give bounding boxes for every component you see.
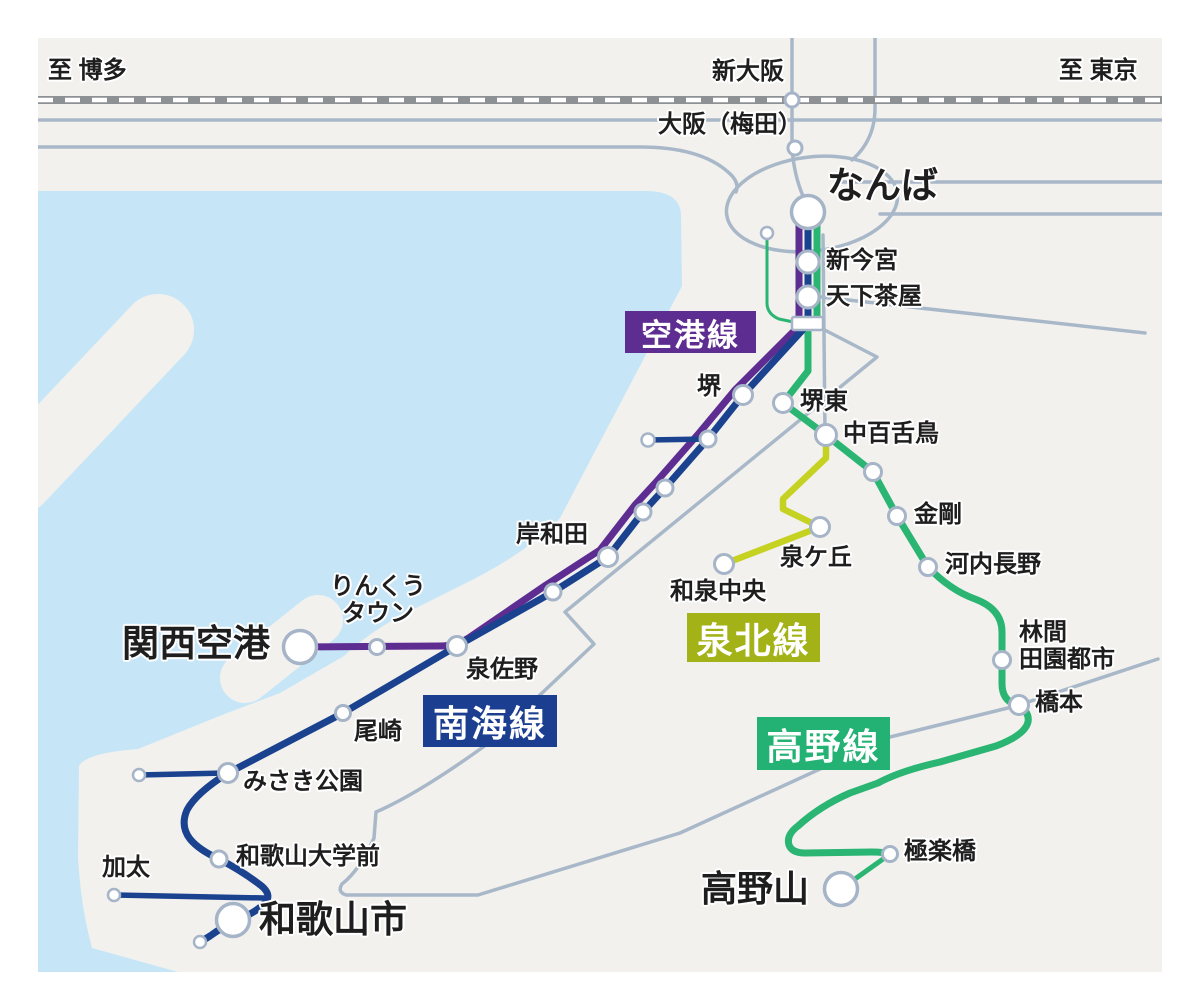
station-marker-hagoromo-junction (698, 429, 718, 449)
station-marker-osaka-umeda-node (786, 139, 804, 157)
station-marker-shiomibashi-end (759, 225, 775, 241)
senboku-line (720, 431, 830, 568)
station-label-kawachinagano: 河内長野 (945, 551, 1041, 578)
station-marker-kishiwada (597, 546, 619, 568)
station-label-ozaki: 尾崎 (354, 718, 402, 745)
station-marker-sakai (732, 384, 754, 406)
station-marker-shin-osaka-node (783, 91, 801, 109)
station-marker-takashinohama-end (640, 432, 656, 448)
station-marker-tengachaya (795, 284, 821, 310)
jr-vertical-right (850, 38, 877, 162)
station-label-tengachaya: 天下茶屋 (826, 283, 922, 310)
station-marker-izumigaoka (809, 516, 831, 538)
station-marker-ozaki (334, 704, 352, 722)
station-label-kada: 加太 (102, 854, 150, 881)
station-label-izumigaoka: 泉ケ丘 (780, 544, 852, 571)
jr-line-left-horizontal (38, 145, 739, 194)
station-marker-rinkan-denentoshi (992, 650, 1012, 670)
station-marker-kada-end (106, 887, 122, 903)
kansai-airport-island (220, 595, 343, 703)
sakai-port-peninsula (38, 294, 194, 508)
station-marker-shin-imamiya (795, 249, 821, 275)
station-marker-port-end (192, 934, 208, 950)
station-marker-tanagawa-end (131, 767, 147, 783)
station-label-kansai-airport: 関西空港 (122, 623, 270, 664)
station-marker-koyasan (822, 870, 860, 908)
station-label-to-tokyo: 至 東京 (1059, 57, 1138, 84)
station-marker-koya-intermediate (863, 462, 883, 482)
station-label-sakai: 堺 (697, 373, 721, 400)
station-marker-kawachinagano (918, 557, 938, 577)
station-marker-main-intermediate-3 (543, 582, 563, 602)
map-group (38, 38, 1162, 972)
station-label-osaka-umeda: 大阪（梅田） (658, 111, 802, 138)
takashinohama-line (645, 436, 711, 443)
station-label-izumi-chuo: 和泉中央 (670, 578, 766, 605)
line-badge-koya-line: 高野線 (757, 717, 890, 770)
hanwa-wakayama-jr-line (338, 323, 1160, 897)
station-label-to-hakata: 至 博多 (48, 57, 127, 84)
osaka-bay-water (38, 191, 682, 972)
station-marker-izumisano (446, 635, 468, 657)
station-label-koyasan: 高野山 (701, 868, 810, 909)
station-label-wakayamashi: 和歌山市 (259, 899, 407, 940)
station-marker-sakaihigashi (772, 392, 794, 414)
station-marker-izumi-chuo (713, 553, 735, 575)
station-label-kongo: 金剛 (914, 501, 962, 528)
shiomibashi-line (765, 234, 800, 325)
station-label-kishiwada: 岸和田 (516, 521, 588, 548)
station-label-izumisano: 泉佐野 (466, 656, 538, 683)
line-badge-airport-line: 空港線 (625, 311, 756, 353)
station-label-nakamozu: 中百舌鳥 (843, 420, 939, 447)
station-label-hashimoto: 橋本 (1035, 689, 1083, 716)
station-marker-nakamozu (814, 423, 838, 447)
station-marker-kongo (887, 506, 907, 526)
station-label-gokurakubashi: 極楽橋 (904, 838, 976, 865)
line-badge-nankai-line: 南海線 (423, 695, 557, 747)
station-label-sakaihigashi: 堺東 (800, 388, 848, 415)
station-label-namba: なんば (827, 165, 938, 206)
station-marker-main-intermediate-2 (633, 502, 653, 522)
tengachaya-diagonal-line (810, 294, 1147, 335)
tanagawa-line (136, 770, 229, 778)
station-marker-hashimoto (1008, 694, 1030, 716)
station-marker-wakayamashi (214, 901, 252, 939)
station-marker-namba (789, 193, 827, 231)
line-badge-senboku-line: 泉北線 (687, 613, 820, 662)
station-marker-main-intermediate-1 (655, 478, 675, 498)
station-label-wakayama-daigakumae: 和歌山大学前 (236, 843, 380, 870)
grade-separation-symbol (790, 315, 825, 332)
station-label-shin-imamiya: 新今宮 (826, 247, 898, 274)
station-label-rinku-town: りんくう タウン (330, 573, 426, 627)
station-label-misaki-koen: みさき公園 (243, 768, 363, 795)
kada-line (111, 892, 267, 901)
station-marker-rinku-town (368, 638, 386, 656)
station-label-rinkan-denentoshi: 林間 田園都市 (1019, 619, 1115, 673)
station-label-shin-osaka: 新大阪 (712, 58, 784, 85)
station-marker-kansai-airport (281, 628, 319, 666)
station-marker-misaki-koen (217, 762, 239, 784)
station-marker-wakayama-daigakumae (209, 849, 229, 869)
station-marker-gokurakubashi (881, 845, 899, 863)
